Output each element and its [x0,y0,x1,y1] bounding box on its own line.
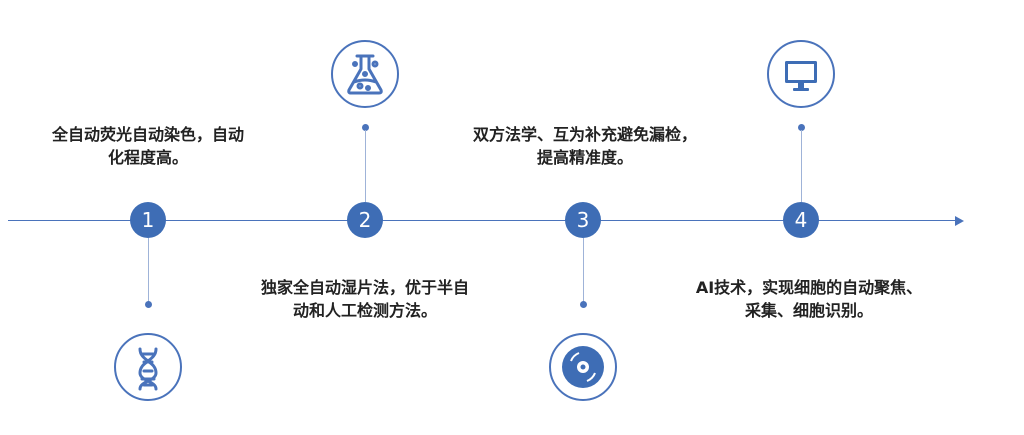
step-4-line1: AI技术，实现细胞的自动聚焦、 [695,278,923,297]
flask-icon [347,54,383,95]
step-1-icon-circle [114,333,182,401]
step-4-text: AI技术，实现细胞的自动聚焦、 采集、细胞识别。 [664,276,954,322]
step-1-node: 1 [130,202,166,238]
step-3-text: 双方法学、互为补充避免漏检， 提高精准度。 [440,123,730,169]
step-4-line2: 采集、细胞识别。 [744,301,873,320]
step-2-icon-circle [331,40,399,108]
step-4-dot [798,124,805,131]
step-2-node: 2 [347,202,383,238]
dna-icon [138,347,158,391]
step-2-line1: 独家全自动湿片法，优于半自 [260,278,469,297]
step-4-node: 4 [783,202,819,238]
disc-icon [562,346,604,388]
step-1-text: 全自动荧光自动染色，自动 化程度高。 [20,123,276,169]
step-4-icon-circle [767,40,835,108]
timeline-line [8,220,958,221]
step-1-dot [145,301,152,308]
monitor-icon [785,61,817,91]
step-3-node: 3 [565,202,601,238]
step-2-connector [365,130,366,202]
step-3-line2: 提高精准度。 [536,148,633,167]
step-3-dot [580,301,587,308]
step-2-text: 独家全自动湿片法，优于半自 动和人工检测方法。 [230,276,500,322]
step-2-line2: 动和人工检测方法。 [292,301,437,320]
step-3-icon-circle [549,333,617,401]
timeline-arrow-head [955,216,964,226]
step-3-connector [583,238,584,304]
step-1-line2: 化程度高。 [107,148,188,167]
step-3-line1: 双方法学、互为补充避免漏检， [472,125,697,144]
step-2-dot [362,124,369,131]
step-1-connector [148,238,149,304]
step-4-connector [801,130,802,202]
step-1-line1: 全自动荧光自动染色，自动 [51,125,244,144]
